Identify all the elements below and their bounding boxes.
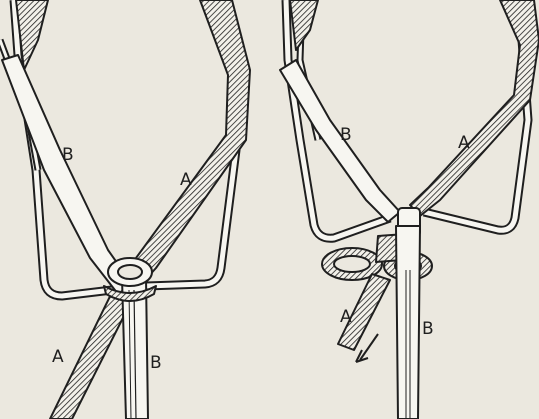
left-label-b-upper: B <box>62 145 74 165</box>
left-label-a-upper: A <box>180 170 192 190</box>
left-label-b-lower: B <box>150 353 162 373</box>
right-strap-b-vertical <box>396 226 420 419</box>
left-label-a-lower: A <box>52 347 64 367</box>
right-label-b-upper: B <box>340 125 352 145</box>
right-label-a-upper: A <box>458 133 470 153</box>
left-knot <box>104 258 156 301</box>
right-label-b-lower: B <box>422 319 434 339</box>
right-label-a-lower: A <box>340 307 352 327</box>
